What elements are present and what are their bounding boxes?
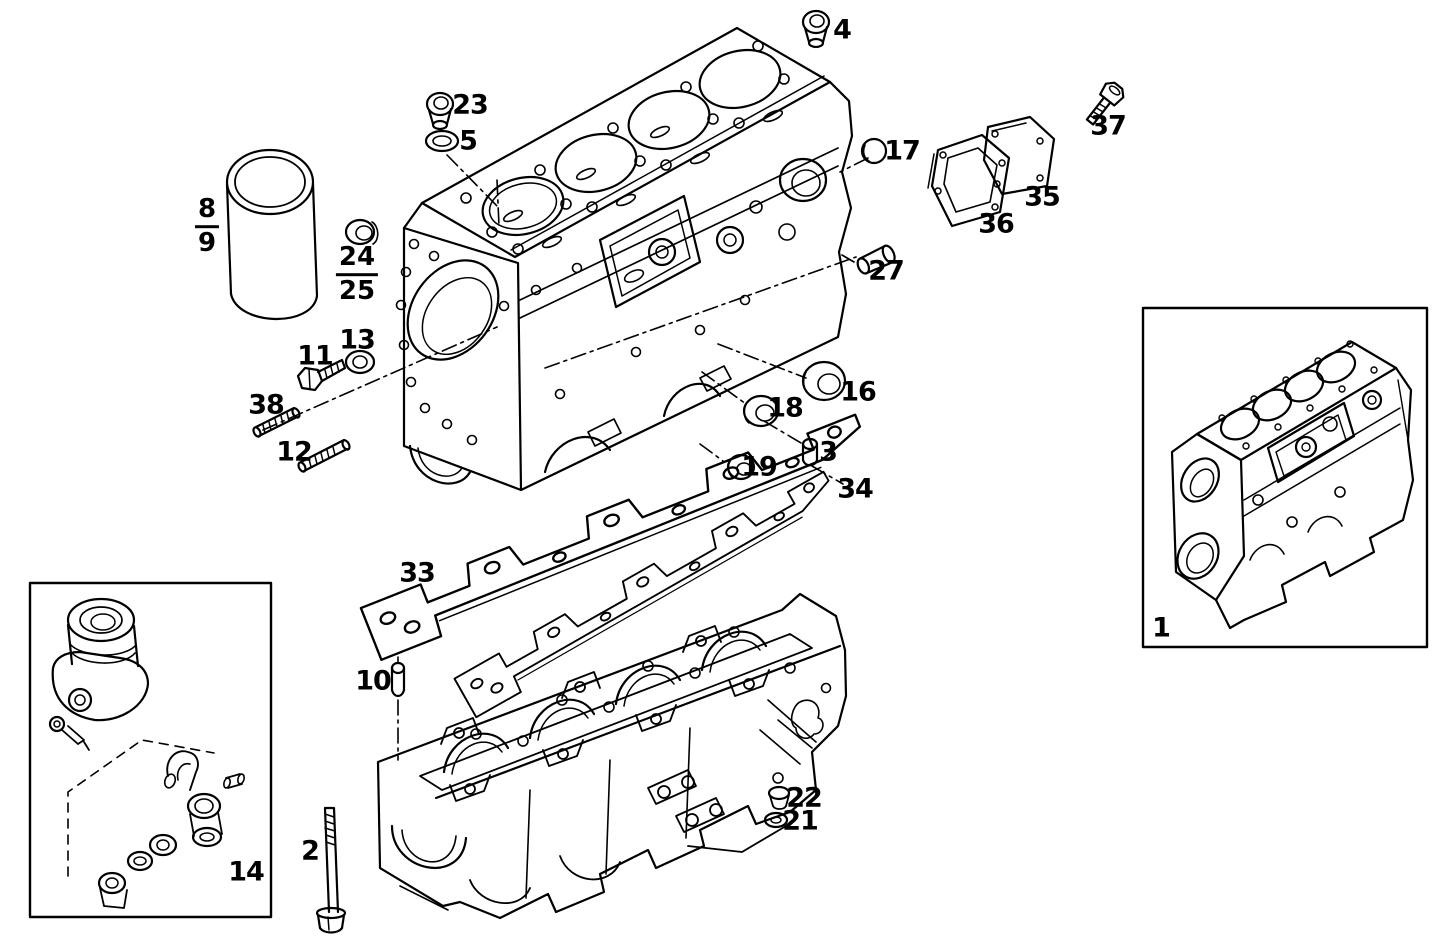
plug-4 — [801, 9, 831, 49]
part-label-36: 36 — [978, 208, 1015, 240]
cover-gasket-36 — [927, 133, 1011, 228]
part-label-21: 21 — [782, 805, 819, 837]
short-block-drawing — [1170, 340, 1415, 630]
part-label-1: 1 — [1152, 612, 1171, 644]
plug-18 — [742, 394, 780, 428]
washer-13 — [344, 349, 376, 375]
plug-16 — [801, 360, 847, 402]
part-label-22: 22 — [786, 782, 823, 814]
part-label-2: 2 — [301, 835, 320, 867]
washer-5 — [424, 129, 460, 153]
part-label-27: 27 — [868, 255, 905, 287]
stud-12 — [297, 438, 351, 473]
leader-lines — [262, 154, 869, 761]
part-label-18: 18 — [767, 392, 804, 424]
part-label-24: 24 — [335, 243, 379, 277]
part-label-24-25: 24 25 — [335, 243, 379, 307]
bolt-2 — [315, 806, 347, 934]
plug-10 — [390, 656, 406, 698]
crankcase-drawing — [376, 592, 848, 920]
plug-23 — [425, 91, 455, 131]
part-label-13: 13 — [339, 324, 376, 356]
part-label-33: 33 — [399, 557, 436, 589]
plug-17 — [860, 137, 888, 165]
plug-3 — [801, 437, 819, 467]
plug-19 — [726, 453, 756, 481]
part-label-19: 19 — [741, 451, 778, 483]
plug-22 — [767, 785, 791, 810]
part-label-11: 11 — [297, 340, 334, 372]
part-label-35: 35 — [1024, 181, 1061, 213]
stud-38 — [252, 406, 301, 438]
washer-21 — [763, 811, 789, 829]
part-label-34: 34 — [837, 473, 874, 505]
leader-22-21 — [687, 825, 787, 853]
part-label-10: 10 — [355, 665, 392, 697]
part-label-12: 12 — [276, 436, 313, 468]
cylinder-liner-drawing — [225, 148, 319, 321]
plug-27 — [856, 244, 896, 275]
part-label-4: 4 — [833, 14, 852, 46]
inset-box-nozzle-kit — [28, 581, 273, 919]
part-label-25: 25 — [338, 276, 376, 307]
part-label-23: 23 — [452, 89, 489, 121]
inset-box-short-block — [1141, 306, 1429, 649]
part-label-8-9: 8 9 — [194, 195, 220, 259]
part-label-3: 3 — [819, 436, 838, 468]
part-label-8: 8 — [194, 195, 220, 229]
gasket-34-drawing — [452, 467, 846, 719]
part-label-5: 5 — [459, 125, 478, 157]
part-label-9: 9 — [197, 228, 217, 259]
nozzle-kit-drawing — [48, 597, 245, 909]
engine-block-drawing — [395, 26, 854, 492]
part-label-16: 16 — [840, 376, 877, 408]
bolt-37 — [1085, 81, 1125, 126]
part-label-14: 14 — [228, 856, 265, 888]
bolt-11 — [296, 358, 347, 392]
part-label-37: 37 — [1090, 110, 1127, 142]
part-label-38: 38 — [248, 389, 285, 421]
plug-24-25 — [344, 218, 379, 246]
part-label-17: 17 — [884, 135, 921, 167]
